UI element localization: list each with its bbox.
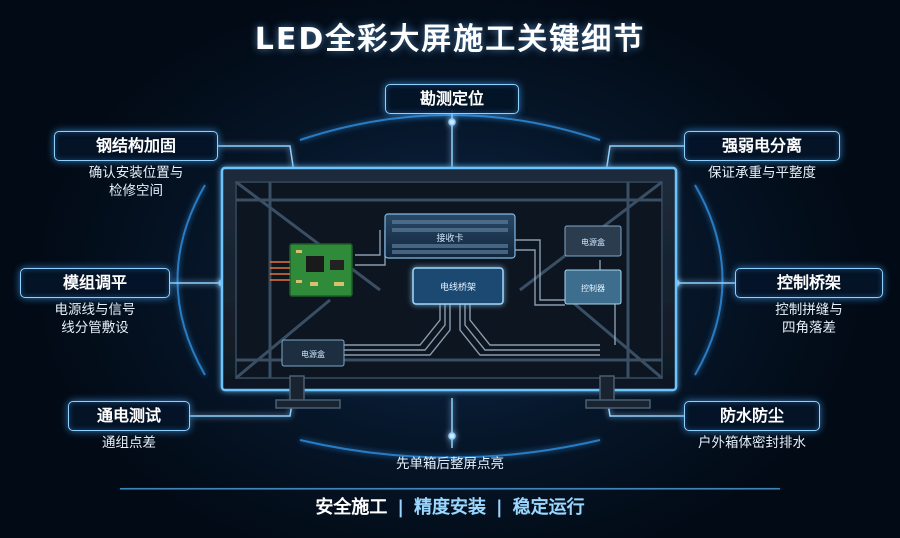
glow-arcs <box>176 114 724 459</box>
top-box-label: 接收卡 <box>436 232 463 244</box>
callout-waterproof-dustproof-desc: 户外箱体密封排水 <box>698 435 806 451</box>
callout-survey-positioning: 勘测定位 <box>385 84 519 114</box>
right-box2-label: 控制器 <box>581 283 605 293</box>
footer-part1: 安全施工 <box>315 497 388 518</box>
callout-cable-tray-desc: 控制拼缝与 四角落差 <box>775 302 843 336</box>
callout-steel-reinforcement-desc: 确认安装位置与 检修空间 <box>88 165 184 199</box>
callout-power-separation: 强弱电分离 <box>684 131 840 161</box>
callout-power-test-desc: 通组点差 <box>102 435 156 451</box>
led-cabinet: 接收卡 电线桥架 电源盒 控制器 电源盒 <box>220 166 678 409</box>
callout-cable-tray: 控制桥架 <box>735 268 883 298</box>
right-box1-label: 电源盒 <box>581 237 605 247</box>
callout-steel-reinforcement: 钢结构加固 <box>54 131 218 161</box>
footer-sep1: | <box>397 497 404 518</box>
footer-glow-line <box>120 488 780 490</box>
callout-bottom-desc: 先单箱后整屏点亮 <box>396 456 504 472</box>
callout-waterproof-dustproof: 防水防尘 <box>684 401 820 431</box>
footer-part3: 稳定运行 <box>512 497 585 518</box>
pcb-board <box>270 243 353 297</box>
callout-module-leveling-desc: 电源线与信号 线分管敷设 <box>54 302 136 336</box>
footer-slogan: 安全施工 | 精度安装 | 稳定运行 <box>0 488 900 528</box>
bottom-left-box-label: 电源盒 <box>301 349 325 359</box>
callout-module-leveling: 模组调平 <box>20 268 170 298</box>
page-title: LED全彩大屏施工关键细节 <box>254 22 646 57</box>
callout-power-test: 通电测试 <box>68 401 190 431</box>
footer-sep2: | <box>496 497 503 518</box>
footer-part2: 精度安装 <box>414 497 486 518</box>
center-box-label: 电线桥架 <box>440 281 476 293</box>
callout-power-separation-desc: 保证承重与平整度 <box>708 165 816 181</box>
